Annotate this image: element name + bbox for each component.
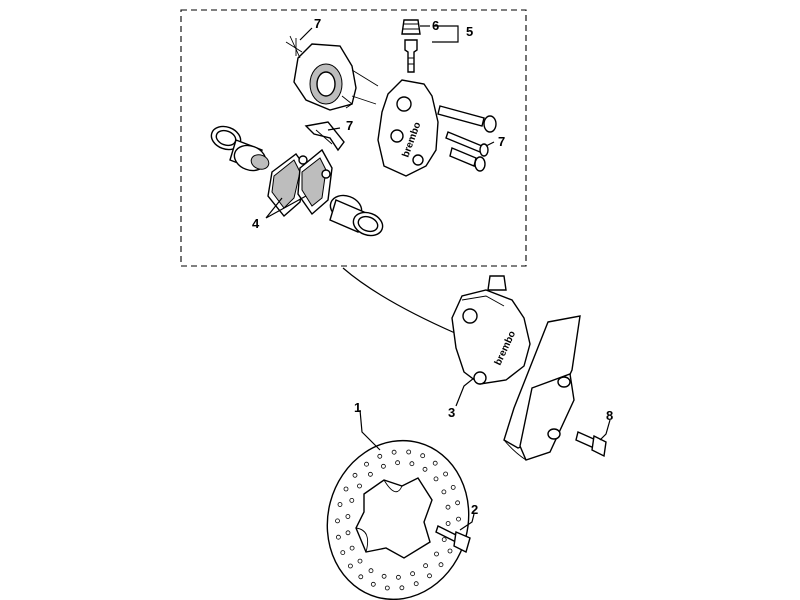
disc-hole xyxy=(434,551,439,557)
disc-hole xyxy=(335,518,340,524)
exploded-view-frame xyxy=(180,9,527,267)
label-2: 2 xyxy=(471,502,478,517)
pad-spring xyxy=(304,121,345,152)
disc-hole xyxy=(447,548,453,554)
disc-hole xyxy=(443,471,449,477)
disc-hole xyxy=(345,530,351,536)
disc-hole xyxy=(384,585,390,591)
disc-hole xyxy=(441,489,447,495)
label-4: 4 xyxy=(252,216,260,231)
disc-holes xyxy=(335,449,461,591)
disc-hole xyxy=(370,581,376,587)
disc-hole xyxy=(445,504,451,510)
leader-2 xyxy=(459,513,475,531)
disc-hole xyxy=(345,514,351,519)
disc-hole xyxy=(368,568,374,574)
disc-hole xyxy=(364,461,369,467)
label-6: 6 xyxy=(432,18,439,33)
disc-hole xyxy=(349,545,355,551)
disc-hole xyxy=(432,460,438,466)
disc-hole xyxy=(410,571,416,577)
disc-hole xyxy=(438,562,444,568)
label-3: 3 xyxy=(448,405,455,420)
leader-7b xyxy=(327,127,341,131)
fork-leg xyxy=(503,315,581,461)
disc-hole xyxy=(337,502,343,507)
leader-4 xyxy=(265,195,307,219)
disc-bolt xyxy=(435,525,471,554)
disc-hole xyxy=(377,453,383,459)
leader-1 xyxy=(359,409,381,451)
disc-hole xyxy=(455,500,461,506)
brake-pad-right xyxy=(297,148,333,216)
label-8: 8 xyxy=(606,408,613,423)
label-7-top: 7 xyxy=(314,16,321,31)
disc-hole xyxy=(422,466,428,472)
disc-hole xyxy=(413,581,419,587)
caliper-half-left xyxy=(293,43,379,111)
disc-hole xyxy=(352,472,358,478)
disc-hole xyxy=(380,463,386,469)
disc-hole xyxy=(395,574,401,580)
leader-7a xyxy=(299,27,313,41)
disc-hole xyxy=(357,483,362,489)
label-7-bolts: 7 xyxy=(498,134,505,149)
disc-hole xyxy=(335,534,341,540)
disc-hole xyxy=(343,486,349,492)
caliper-assembled: brembo xyxy=(451,275,531,385)
caliper-half-right: brembo xyxy=(377,79,439,177)
caliper-bolt-2 xyxy=(445,131,489,157)
disc-hole xyxy=(358,574,364,580)
label-7-spring: 7 xyxy=(346,118,353,133)
caliper-bolt-3 xyxy=(449,147,486,172)
leader-8 xyxy=(599,419,611,441)
disc-hole xyxy=(409,461,415,467)
label-5: 5 xyxy=(466,24,473,39)
brake-pad-left xyxy=(267,153,307,218)
disc-hole xyxy=(420,453,426,459)
disc-hole xyxy=(395,460,401,466)
bleeder-screw xyxy=(404,39,418,73)
disc-hole xyxy=(427,573,432,579)
caliper-bolt-1 xyxy=(437,105,497,133)
piston-seal-left xyxy=(210,125,270,172)
connector-curve xyxy=(342,267,456,334)
disc-hole xyxy=(357,558,363,564)
disc-hole xyxy=(445,521,451,526)
disc-hole xyxy=(367,471,373,477)
disc-hole xyxy=(340,550,346,555)
disc-hole xyxy=(423,563,429,569)
disc-hole xyxy=(381,573,387,579)
leader-7c xyxy=(485,141,495,147)
bleeder-cap xyxy=(401,19,421,35)
piston-seal-right xyxy=(329,194,384,237)
disc-hole xyxy=(349,497,355,503)
leader-3 xyxy=(455,377,475,407)
disc-hole xyxy=(406,449,412,455)
mounting-bolt xyxy=(575,431,607,458)
label-1: 1 xyxy=(354,400,361,415)
disc-hole xyxy=(399,585,405,591)
disc-hole xyxy=(450,484,456,490)
disc-hole xyxy=(347,563,353,569)
leader-5 xyxy=(432,25,459,43)
pad-pin-clip xyxy=(285,35,303,59)
disc-hole xyxy=(456,516,461,522)
brake-disc xyxy=(326,439,470,600)
disc-hole xyxy=(391,449,397,455)
disc-hole xyxy=(433,476,439,482)
disc-hole xyxy=(441,537,447,542)
